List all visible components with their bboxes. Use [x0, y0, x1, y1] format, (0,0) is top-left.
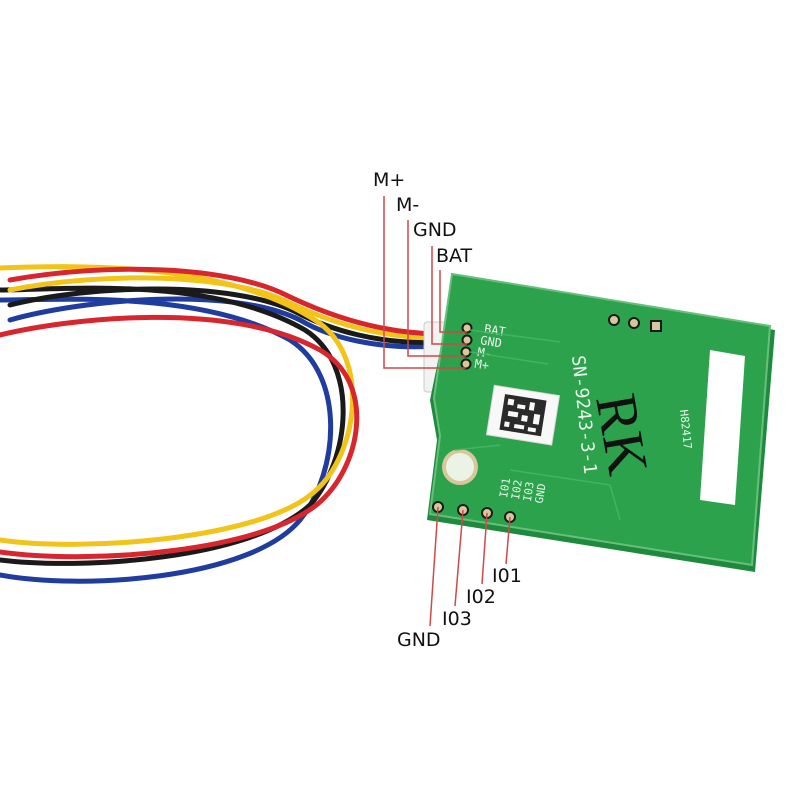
bottom-leader-lines: [429, 506, 511, 627]
callout-bat: BAT: [436, 245, 473, 267]
date-code: H82417: [677, 409, 694, 450]
callout-gnd-top: GND: [413, 219, 457, 241]
silkscreen-bottom-pins: I01 I02 I03 GND: [497, 477, 549, 504]
silk-gnd: GND: [479, 333, 503, 350]
red-wire: [0, 266, 441, 560]
silk-m-minus: M-: [476, 345, 492, 361]
top-leader-lines: [383, 196, 467, 369]
mounting-hole: [442, 449, 478, 485]
callout-m-minus: M-: [396, 194, 419, 216]
callout-io3: I03: [442, 608, 472, 630]
black-wire: [0, 285, 441, 566]
connector-pads: [460, 322, 473, 370]
callout-io1: I01: [492, 565, 522, 587]
silk-io2: I02: [509, 479, 525, 501]
pcb-board: BAT GND M- M+ I01 I02 I03 GND SN-9243-3-…: [427, 272, 775, 572]
silkscreen-top-pins: BAT GND M- M+: [474, 322, 507, 373]
handwritten-mark: RK: [583, 389, 661, 480]
callout-gnd-bottom: GND: [397, 629, 441, 651]
top-pad: [608, 314, 620, 326]
datamatrix-label: [485, 384, 561, 446]
antenna-slot: [700, 350, 745, 505]
pcb-traces: [454, 329, 621, 521]
silk-io3: I03: [521, 481, 537, 503]
top-pad-square: [650, 320, 662, 332]
callout-io2: I02: [466, 586, 496, 608]
wire-harness: [0, 264, 441, 584]
top-pad: [628, 317, 640, 329]
silk-m-plus: M+: [474, 357, 490, 373]
callout-m-plus: M+: [373, 169, 405, 191]
silk-io1: I01: [497, 477, 513, 499]
blue-wire: [0, 296, 441, 584]
silk-gnd-bottom: GND: [533, 483, 549, 505]
